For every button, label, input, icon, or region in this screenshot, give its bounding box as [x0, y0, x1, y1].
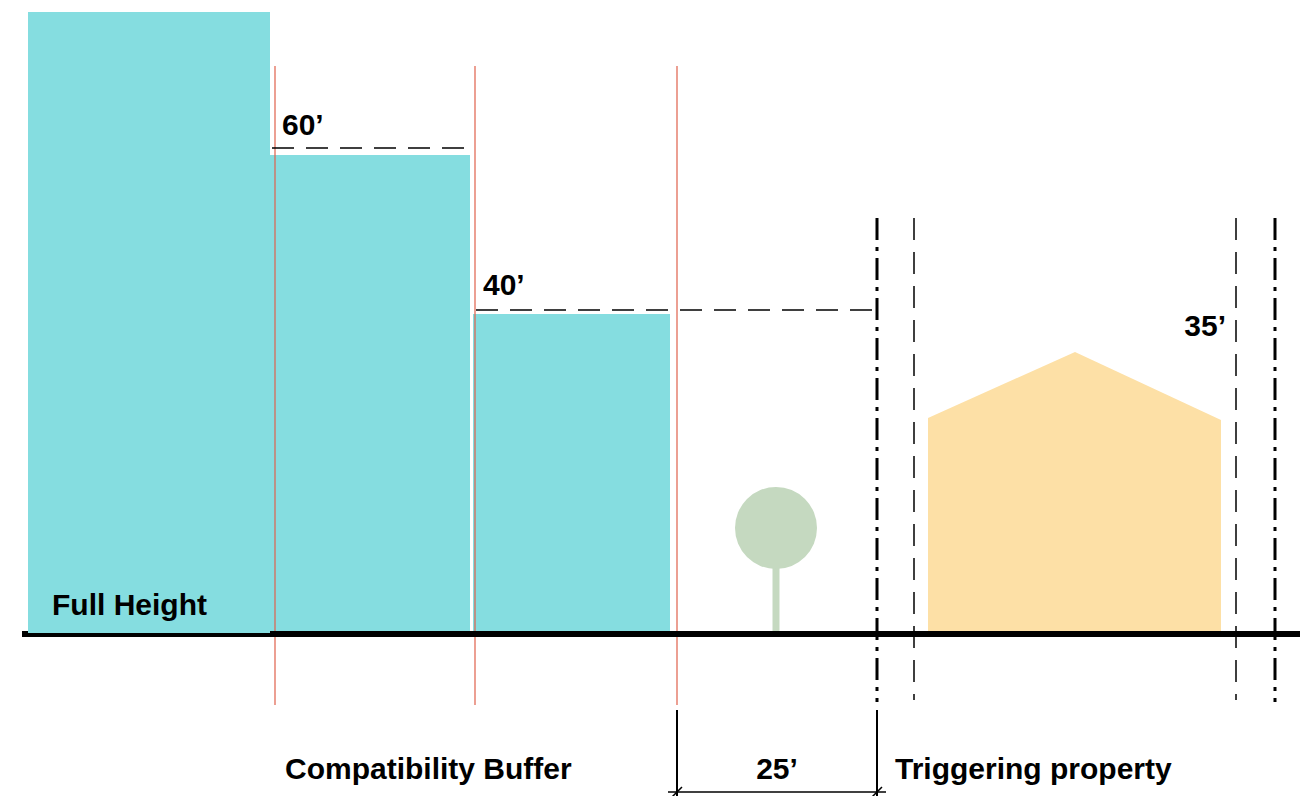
height-line [476, 309, 877, 311]
property-line [876, 218, 879, 702]
zone-label: Triggering property [895, 754, 1172, 784]
building-step-40 [473, 314, 670, 633]
dimension-line [668, 791, 886, 793]
dimension-tick [676, 710, 678, 796]
width-dimension: 25’ [756, 754, 798, 784]
step-line [676, 66, 677, 705]
height-dimension: 35’ [1184, 311, 1226, 341]
step-line [274, 66, 275, 705]
zone-label: Full Height [52, 590, 207, 620]
full-height-block: Full Height [28, 12, 270, 633]
tree-trunk [773, 560, 780, 632]
setback-line [1235, 218, 1237, 700]
tree-crown [735, 487, 817, 569]
dimension-slash [872, 787, 882, 796]
dimension-slash [672, 787, 682, 796]
height-dimension: 40’ [483, 270, 525, 300]
step-line [474, 66, 475, 705]
property-line [1274, 218, 1277, 702]
house [928, 352, 1221, 632]
height-line [272, 147, 475, 149]
building-step-60 [270, 155, 470, 633]
zone-label: Compatibility Buffer [285, 754, 572, 784]
height-dimension: 60’ [282, 110, 324, 140]
setback-line [913, 218, 915, 700]
dimension-tick [876, 710, 878, 796]
